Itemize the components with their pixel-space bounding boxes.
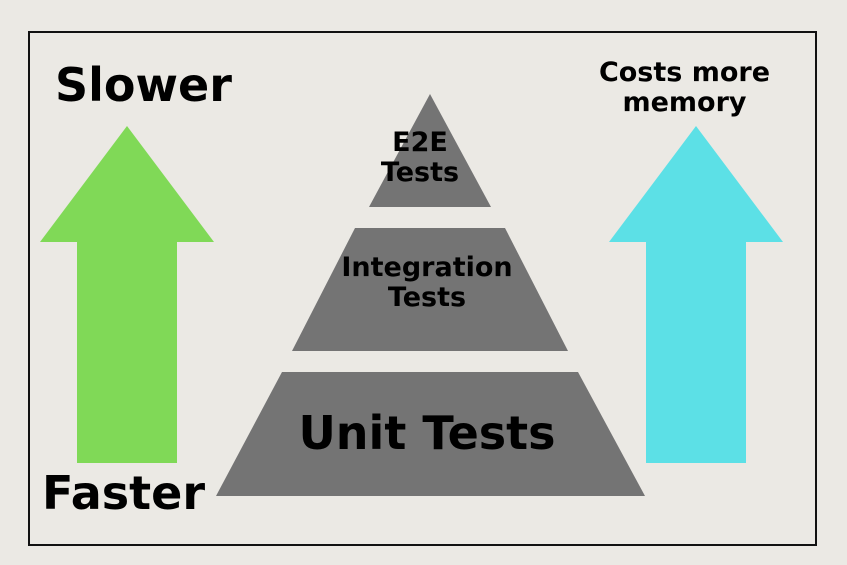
unit-label-text: Unit Tests xyxy=(298,406,556,460)
diagram-frame xyxy=(28,31,817,546)
integration-label-line-1: Integration xyxy=(341,252,513,283)
costs-label-line-1: Costs more xyxy=(598,57,771,88)
e2e-label-line-1: E2E xyxy=(392,127,448,158)
integration-tests-label: Integration Tests xyxy=(322,252,532,314)
slower-label: Slower xyxy=(55,58,232,112)
faster-label: Faster xyxy=(42,466,206,520)
pyramid-middle-tier xyxy=(292,228,568,351)
integration-label-line-2: Tests xyxy=(387,282,467,314)
costs-more-memory-label: Costs more memory xyxy=(592,57,777,119)
faster-text: Faster xyxy=(42,466,206,520)
e2e-label-line-2: Tests xyxy=(380,157,460,189)
e2e-tests-label: E2E Tests xyxy=(360,127,480,189)
left-up-arrow xyxy=(40,126,214,463)
pyramid-bottom-tier xyxy=(216,372,645,496)
pyramid-top-tier xyxy=(369,94,491,207)
costs-label-line-2: memory xyxy=(622,87,747,119)
slower-text: Slower xyxy=(55,58,232,112)
right-up-arrow xyxy=(609,126,783,463)
unit-tests-label: Unit Tests xyxy=(262,406,592,460)
